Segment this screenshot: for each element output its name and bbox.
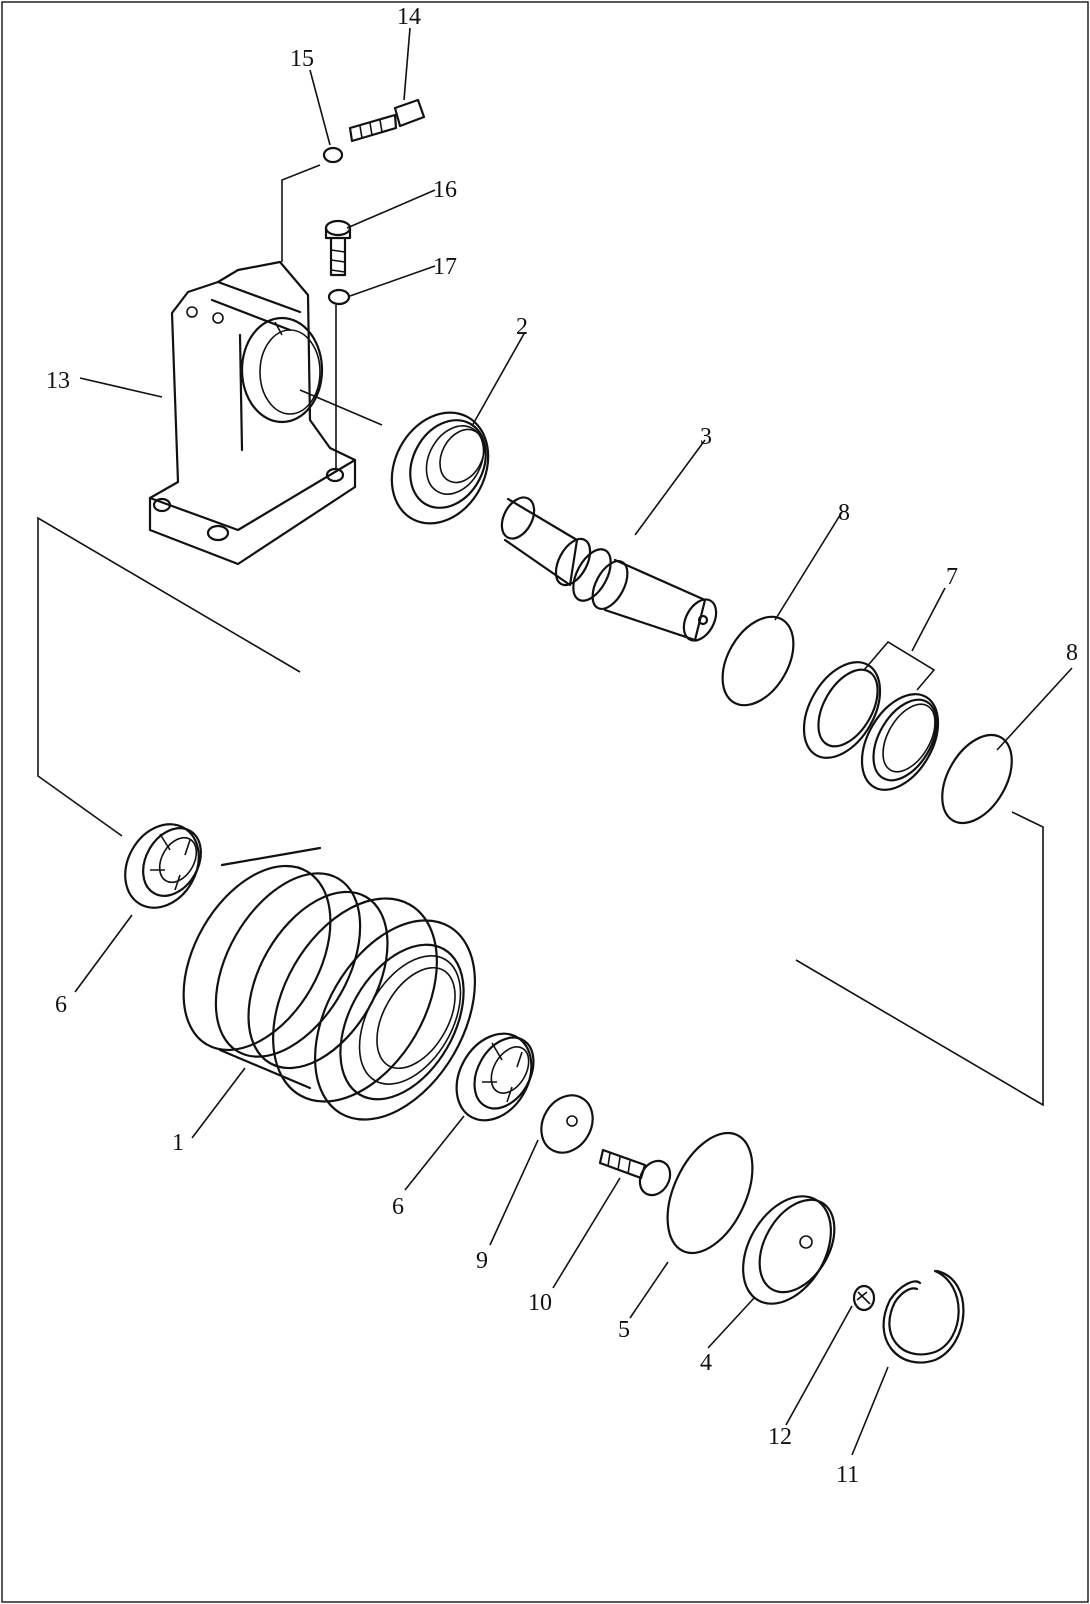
- part-8-oring-upper: [721, 615, 795, 707]
- part-6-bearing-right: [455, 1032, 535, 1122]
- callout-13: 13: [46, 368, 70, 394]
- part-16-bolt: [324, 219, 352, 277]
- callout-10: 10: [528, 1290, 552, 1316]
- part-6-bearing-left: [124, 823, 202, 909]
- callout-11: 11: [836, 1462, 859, 1488]
- part-8-oring-lower: [941, 733, 1013, 825]
- part-4-cover: [742, 1195, 836, 1305]
- callout-7: 7: [946, 564, 958, 590]
- part-7-floating-seal: [802, 661, 940, 791]
- assembly-outline: [37, 516, 1044, 1107]
- part-2-seal: [390, 411, 490, 525]
- callout-3: 3: [700, 424, 712, 450]
- callout-5: 5: [618, 1317, 630, 1343]
- part-15-washer: [322, 146, 344, 164]
- callout-12: 12: [768, 1424, 792, 1450]
- callout-8-lower: 8: [1066, 640, 1078, 666]
- callout-labels: 1 2 3 4 5 6 6 7 8 8 9 10 11 12 13 14 15 …: [46, 4, 1078, 1488]
- callout-15: 15: [290, 46, 314, 72]
- part-1-roller: [182, 846, 476, 1121]
- callout-9: 9: [476, 1248, 488, 1274]
- callout-4: 4: [700, 1350, 712, 1376]
- part-9-collar: [540, 1094, 594, 1154]
- callout-17: 17: [433, 254, 457, 280]
- part-5-oring: [666, 1131, 754, 1255]
- part-10-bolt: [598, 1148, 672, 1197]
- part-12-plug: [852, 1284, 876, 1312]
- callout-6-right: 6: [392, 1194, 404, 1220]
- callout-8-upper: 8: [838, 500, 850, 526]
- part-13-bracket: [148, 260, 357, 566]
- part-11-snap-ring: [882, 1269, 965, 1364]
- callout-6-left: 6: [55, 992, 67, 1018]
- part-17-washer: [327, 288, 351, 306]
- part-3-shaft: [500, 496, 718, 642]
- callout-1: 1: [172, 1130, 184, 1156]
- callout-14: 14: [397, 4, 421, 30]
- part-14-bolt: [348, 98, 426, 143]
- leader-lines: [74, 27, 1073, 1456]
- callout-2: 2: [516, 314, 528, 340]
- callout-16: 16: [433, 177, 457, 203]
